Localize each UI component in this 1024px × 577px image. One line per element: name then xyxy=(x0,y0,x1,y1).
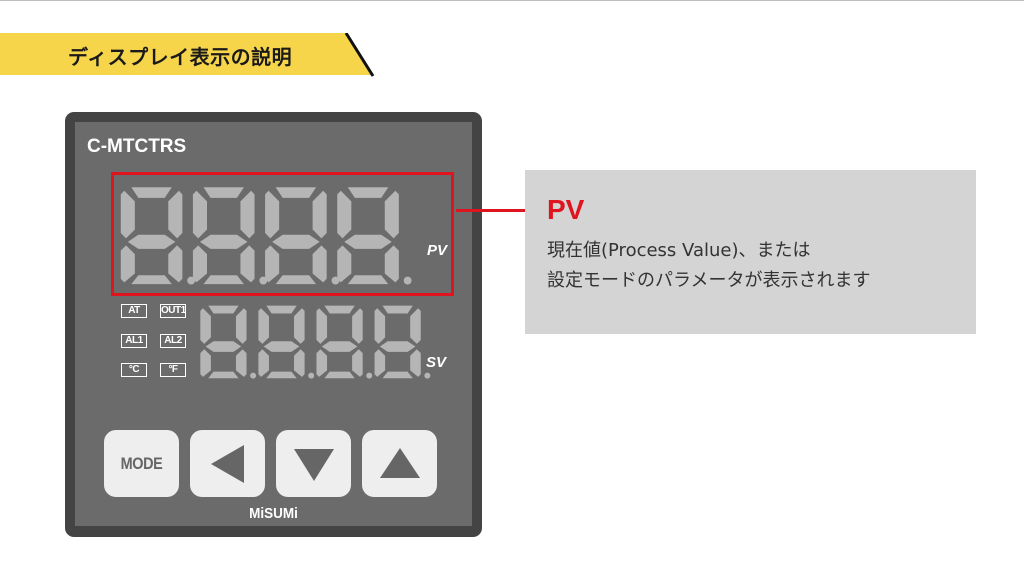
temperature-controller-device: C-MTCTRS xyxy=(65,112,482,537)
mode-button[interactable]: MODE xyxy=(104,430,179,497)
pv-digit-1 xyxy=(120,187,196,285)
up-triangle-icon xyxy=(379,447,420,478)
indicator-celsius: °C xyxy=(121,363,147,377)
indicator-al2: AL2 xyxy=(160,334,186,348)
indicator-out1: OUT1 xyxy=(160,304,186,318)
pv-digit-4 xyxy=(337,187,412,285)
model-name: C-MTCTRS xyxy=(87,136,187,157)
callout-connector-line xyxy=(456,209,526,212)
top-divider xyxy=(0,0,1024,1)
left-triangle-icon xyxy=(210,444,244,483)
indicator-at: AT xyxy=(121,304,147,318)
pv-highlight-box xyxy=(111,172,454,296)
banner-shape xyxy=(0,33,375,77)
sv-digit-4 xyxy=(374,305,431,379)
sv-digit-2 xyxy=(258,305,315,379)
sv-digit-1 xyxy=(200,305,257,379)
device-face: C-MTCTRS xyxy=(75,122,472,526)
down-button[interactable] xyxy=(276,430,351,497)
sv-label: SV xyxy=(426,354,447,371)
callout-title: PV xyxy=(547,194,585,225)
sv-digit-3 xyxy=(316,305,373,379)
sv-seven-segment-display xyxy=(200,305,431,379)
mode-button-label: MODE xyxy=(120,453,163,473)
down-triangle-icon xyxy=(293,448,334,481)
up-button[interactable] xyxy=(362,430,437,497)
indicator-fahrenheit: °F xyxy=(160,363,186,377)
section-header-banner: ディスプレイ表示の説明 xyxy=(0,33,380,77)
indicator-al1: AL1 xyxy=(121,334,147,348)
pv-seven-segment-display xyxy=(120,187,412,285)
left-button[interactable] xyxy=(190,430,265,497)
section-title: ディスプレイ表示の説明 xyxy=(68,45,293,69)
brand-logo: MiSUMi xyxy=(249,505,298,522)
pv-digit-2 xyxy=(192,187,268,285)
callout-description-line-1: 現在値(Process Value)、または xyxy=(547,240,811,261)
pv-label: PV xyxy=(427,242,448,259)
pv-digit-3 xyxy=(265,187,340,285)
pv-callout-box: PV 現在値(Process Value)、または 設定モードのパラメータが表示… xyxy=(525,170,976,334)
callout-description-line-2: 設定モードのパラメータが表示されます xyxy=(547,270,871,291)
